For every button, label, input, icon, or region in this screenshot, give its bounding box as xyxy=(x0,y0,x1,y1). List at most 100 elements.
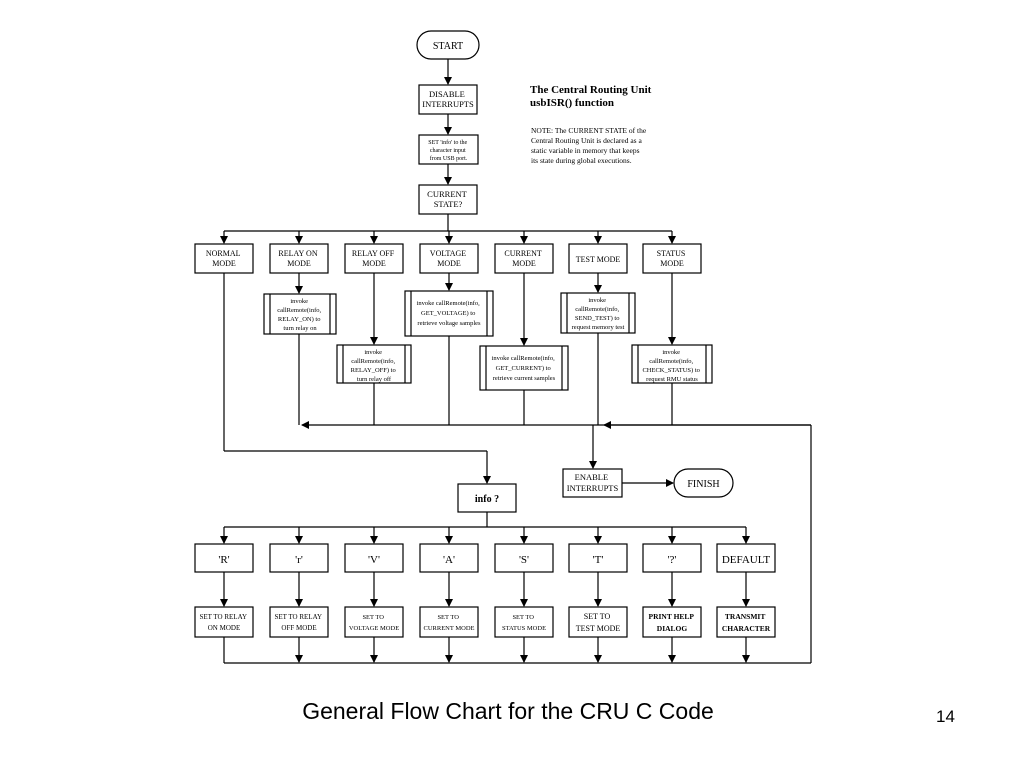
action-help-line-1: PRINT HELP xyxy=(649,612,695,621)
action-help: PRINT HELP DIALOG xyxy=(642,606,702,638)
case-A: 'A' xyxy=(419,543,479,573)
invoke-test-line-3: SEND_TEST) to xyxy=(575,315,620,322)
svg-text:STATUS MODE: STATUS MODE xyxy=(657,249,688,268)
invoke-relay-off-line-3: RELAY_OFF) to xyxy=(351,367,396,374)
mode-status: STATUS MODE xyxy=(642,243,702,274)
start-label: START xyxy=(433,41,463,52)
action-test: SET TO TEST MODE xyxy=(568,606,628,638)
svg-text:DISABLE INTERRUPTS: DISABLE INTERRUPTS xyxy=(422,89,474,109)
mode-relay-off: RELAY OFF MODE xyxy=(344,243,404,274)
svg-text:SET 'info' to the characte: SET 'info' to the character input from U… xyxy=(428,139,468,162)
set-info-line-2: character input xyxy=(430,148,466,154)
svg-text:SET TO STATUS MODE: SET TO STATUS MODE xyxy=(502,614,546,632)
mode-relay-on-line-1: RELAY ON xyxy=(278,249,317,258)
mode-voltage-line-1: VOLTAGE xyxy=(430,249,467,258)
invoke-current-line-2: GET_CURRENT) to xyxy=(496,365,551,372)
case-R-label: 'R' xyxy=(218,554,229,566)
invoke-test-line-4: request memory test xyxy=(572,324,625,331)
enable-line-1: ENABLE xyxy=(575,472,609,482)
mode-voltage: VOLTAGE MODE xyxy=(419,243,479,274)
svg-text:PRINT HELP DIALOG: PRINT HELP DIALOG xyxy=(649,612,696,633)
case-default-label: DEFAULT xyxy=(722,554,771,566)
svg-text:RELAY OFF MODE: RELAY OFF MODE xyxy=(352,249,396,268)
disable-interrupts-box xyxy=(418,84,478,115)
invoke-voltage-line-2: GET_VOLTAGE) to xyxy=(421,310,475,317)
action-relay-on: SET TO RELAY ON MODE xyxy=(194,606,254,638)
svg-text:invoke callRemote(info,: invoke callRemote(info, RELAY_ON) to tur… xyxy=(277,298,322,332)
current-state-line-1: CURRENT xyxy=(427,189,467,199)
note-line-1: NOTE: The CURRENT STATE of the xyxy=(531,126,647,135)
mode-test-line-1: TEST MODE xyxy=(576,255,621,264)
page-number: 14 xyxy=(936,707,955,726)
enable-line-2: INTERRUPTS xyxy=(567,483,619,493)
mode-current: CURRENT MODE xyxy=(494,243,554,274)
action-current-line-2: CURRENT MODE xyxy=(424,625,475,632)
invoke-relay-on-line-4: turn relay on xyxy=(283,325,317,332)
invoke-relay-off-line-2: callRemote(info, xyxy=(351,358,395,365)
finish-terminal xyxy=(673,468,734,498)
invoke-relay-on-line-1: invoke xyxy=(290,298,308,305)
info-question-label: info ? xyxy=(475,494,499,505)
case-V-label: 'V' xyxy=(368,554,380,566)
mode-normal-line-2: MODE xyxy=(212,259,236,268)
case-question-label: '?' xyxy=(668,554,677,566)
set-info-line-1: SET 'info' to the xyxy=(428,139,467,146)
action-voltage: SET TO VOLTAGE MODE xyxy=(344,606,404,638)
svg-text:RELAY ON MODE: RELAY ON MODE xyxy=(278,249,319,268)
svg-text:VOLTAGE MODE: VOLTAGE MODE xyxy=(430,249,468,268)
action-relay-off-line-2: OFF MODE xyxy=(281,624,316,632)
mode-current-line-1: CURRENT xyxy=(504,249,541,258)
note-line-3: static variable in memory that keeps xyxy=(531,146,640,155)
invoke-current: invoke callRemote(info, GET_CURRENT) to … xyxy=(479,345,569,391)
diagram-title-line-1: The Central Routing Unit xyxy=(530,84,652,96)
svg-text:NORMAL MODE: NORMAL MODE xyxy=(206,249,242,268)
action-transmit-line-2: CHARACTER xyxy=(722,624,771,633)
action-current: SET TO CURRENT MODE xyxy=(419,606,479,638)
mode-current-line-2: MODE xyxy=(512,259,536,268)
invoke-relay-on: invoke callRemote(info, RELAY_ON) to tur… xyxy=(263,293,337,335)
current-state-line-2: STATE? xyxy=(434,199,463,209)
case-A-label: 'A' xyxy=(443,554,455,566)
action-status-line-1: SET TO xyxy=(512,614,534,621)
mode-test: TEST MODE xyxy=(568,243,628,274)
case-S-label: 'S' xyxy=(519,554,529,566)
case-r: 'r' xyxy=(269,543,329,573)
mode-normal-line-1: NORMAL xyxy=(206,249,241,258)
svg-text:ENABLE INTERRUPTS: ENABLE INTERRUPTS xyxy=(567,472,619,493)
note-line-2: Central Routing Unit is declared as a xyxy=(531,136,642,145)
invoke-status: invoke callRemote(info, CHECK_STATUS) to… xyxy=(631,344,713,384)
svg-text:invoke callRemote(info,: invoke callRemote(info, GET_CURRENT) to … xyxy=(492,355,557,382)
mode-relay-on-line-2: MODE xyxy=(287,259,311,268)
mode-status-line-2: MODE xyxy=(660,259,684,268)
action-transmit: TRANSMIT CHARACTER xyxy=(716,606,776,638)
svg-text:invoke callRemote(info,: invoke callRemote(info, RELAY_OFF) to tu… xyxy=(351,349,398,383)
action-voltage-line-2: VOLTAGE MODE xyxy=(349,625,399,632)
svg-text:SET TO VOLTAGE MODE: SET TO VOLTAGE MODE xyxy=(349,614,399,632)
case-r-label: 'r' xyxy=(295,554,303,566)
action-transmit-line-1: TRANSMIT xyxy=(725,612,765,621)
case-T-label: 'T' xyxy=(593,554,604,566)
svg-text:TEST MODE: TEST MODE xyxy=(576,255,621,264)
svg-text:The Central Routing Unit u: The Central Routing Unit usbISR() functi… xyxy=(530,84,654,109)
invoke-status-line-1: invoke xyxy=(662,349,680,356)
disable-line-2: INTERRUPTS xyxy=(422,99,474,109)
info-decision-box: info ? xyxy=(457,483,517,513)
mode-voltage-line-2: MODE xyxy=(437,259,461,268)
invoke-status-line-3: CHECK_STATUS) to xyxy=(642,367,699,374)
invoke-voltage-line-3: retrieve voltage samples xyxy=(417,320,481,327)
case-default: DEFAULT xyxy=(716,543,776,573)
invoke-test-line-2: callRemote(info, xyxy=(575,306,619,313)
svg-text:NOTE: The CURRENT STATE of the: NOTE: The CURRENT STATE of the Central R… xyxy=(531,126,648,165)
svg-text:SET TO RELAY ON MODE: SET TO RELAY ON MODE xyxy=(199,613,248,632)
invoke-relay-off: invoke callRemote(info, RELAY_OFF) to tu… xyxy=(336,344,412,384)
action-voltage-line-1: SET TO xyxy=(362,614,384,621)
disable-line-1: DISABLE xyxy=(429,89,465,99)
action-status-line-2: STATUS MODE xyxy=(502,625,546,632)
invoke-current-line-1: invoke callRemote(info, xyxy=(492,355,556,362)
svg-text:SET TO CURRENT MODE: SET TO CURRENT MODE xyxy=(424,614,475,632)
invoke-test: invoke callRemote(info, SEND_TEST) to re… xyxy=(560,292,636,334)
case-V: 'V' xyxy=(344,543,404,573)
mode-relay-on: RELAY ON MODE xyxy=(269,243,329,274)
enable-interrupts-box: ENABLE INTERRUPTS xyxy=(562,468,623,498)
invoke-relay-on-line-2: callRemote(info, xyxy=(277,307,321,314)
